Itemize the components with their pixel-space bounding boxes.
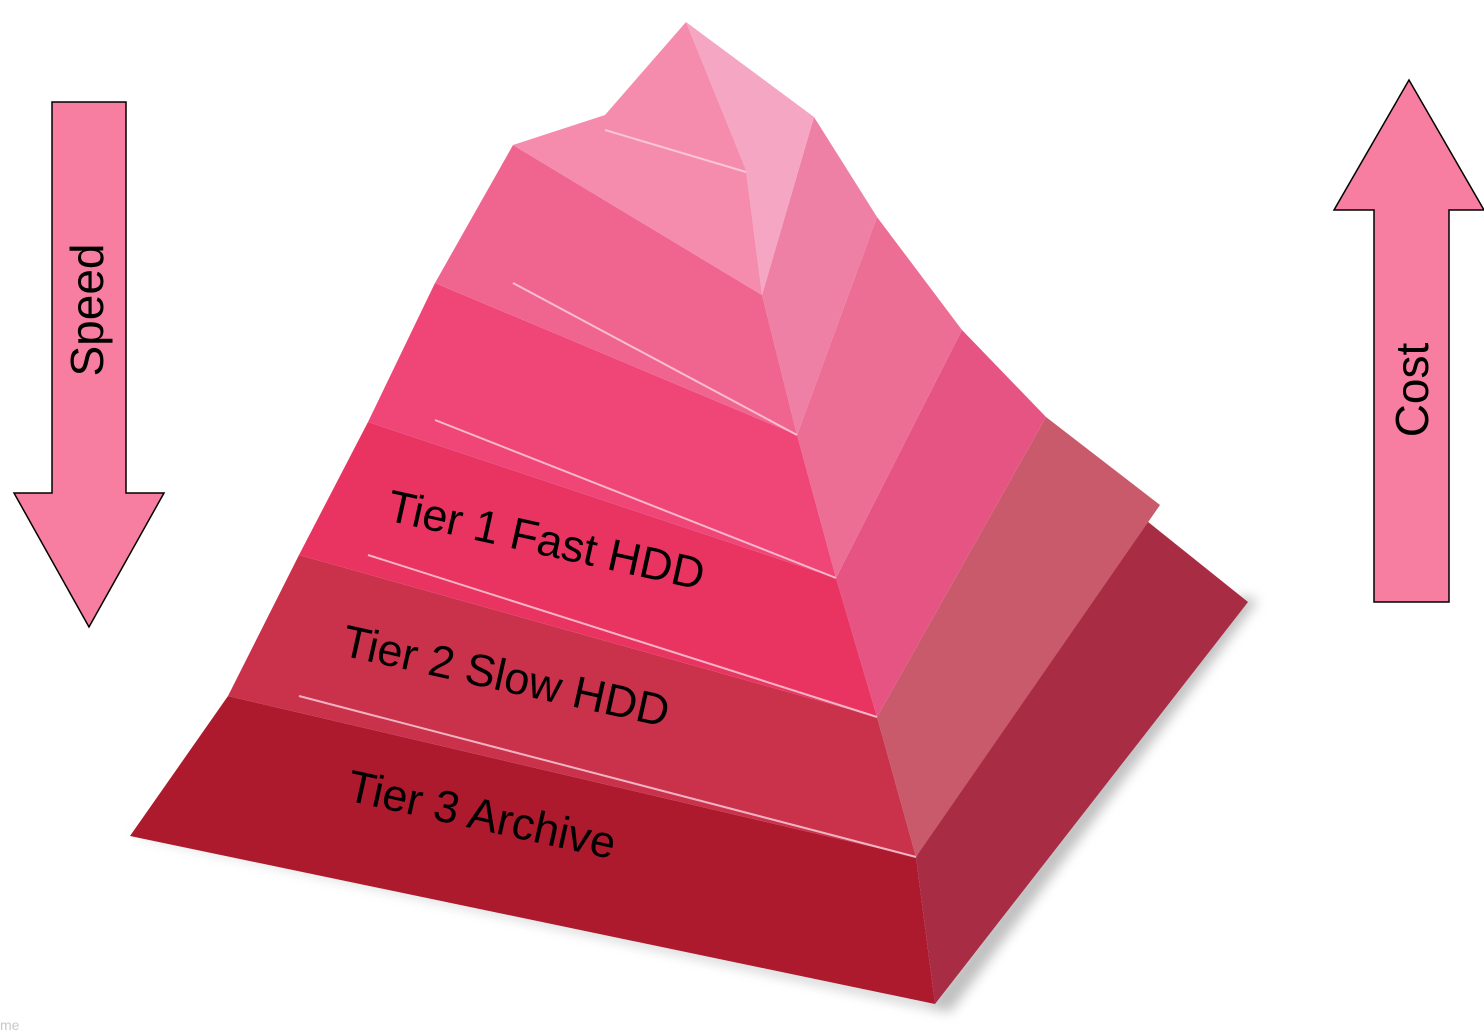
tier-3-side <box>916 509 1248 1004</box>
cost-arrow-shape <box>1332 78 1484 603</box>
cost-arrow-label: Cost <box>1386 342 1438 437</box>
tier-2-slow-hdd <box>228 417 1160 857</box>
tier-upper-2 <box>435 117 877 435</box>
speed-arrow-label: Speed <box>61 243 113 376</box>
speed-arrow-shape <box>12 101 166 629</box>
tier-2-side <box>877 417 1160 857</box>
tier-upper-3-front <box>368 283 836 578</box>
speed-arrow: Speed <box>12 101 166 629</box>
tier-upper-3 <box>368 217 962 578</box>
tier-upper-3-side <box>797 217 962 578</box>
tier-3-archive <box>130 509 1248 1004</box>
tier-apex <box>513 22 814 295</box>
tier-1-fast-hdd <box>299 330 1046 717</box>
tier-upper-2-front <box>435 145 797 435</box>
tier-1-side <box>836 330 1046 717</box>
tier-2-front <box>228 555 916 857</box>
footer-text: me <box>0 1017 20 1033</box>
tier-upper-2-side <box>762 117 877 435</box>
tier-apex-side <box>686 22 814 295</box>
cost-arrow: Cost <box>1332 78 1484 603</box>
tier-3-front <box>130 696 935 1004</box>
tier-1-front <box>299 422 877 717</box>
tier-separators <box>298 129 917 858</box>
tier-apex-front <box>513 22 762 295</box>
